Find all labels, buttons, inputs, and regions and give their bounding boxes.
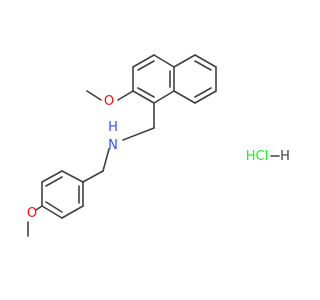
nh-hydrogen-label: H — [108, 120, 118, 135]
naphthalene-ring-left — [132, 54, 175, 104]
oxygen-lower-label: O — [27, 206, 37, 221]
salt-hydrogen-label: H — [280, 149, 290, 164]
nitrogen-label: N — [108, 138, 118, 153]
molecule-drawing: O H N O HCl H — [27, 54, 290, 237]
benzene-ring-lower — [41, 170, 84, 219]
structure-canvas: O H N O HCl H — [27, 54, 290, 237]
naphthalene-ring-right — [173, 54, 217, 104]
methoxy-lower — [27, 205, 43, 237]
hcl-label: HCl — [246, 149, 268, 164]
amine-linker — [82, 102, 155, 183]
methoxy-upper — [86, 90, 134, 101]
oxygen-upper-label: O — [104, 94, 114, 109]
